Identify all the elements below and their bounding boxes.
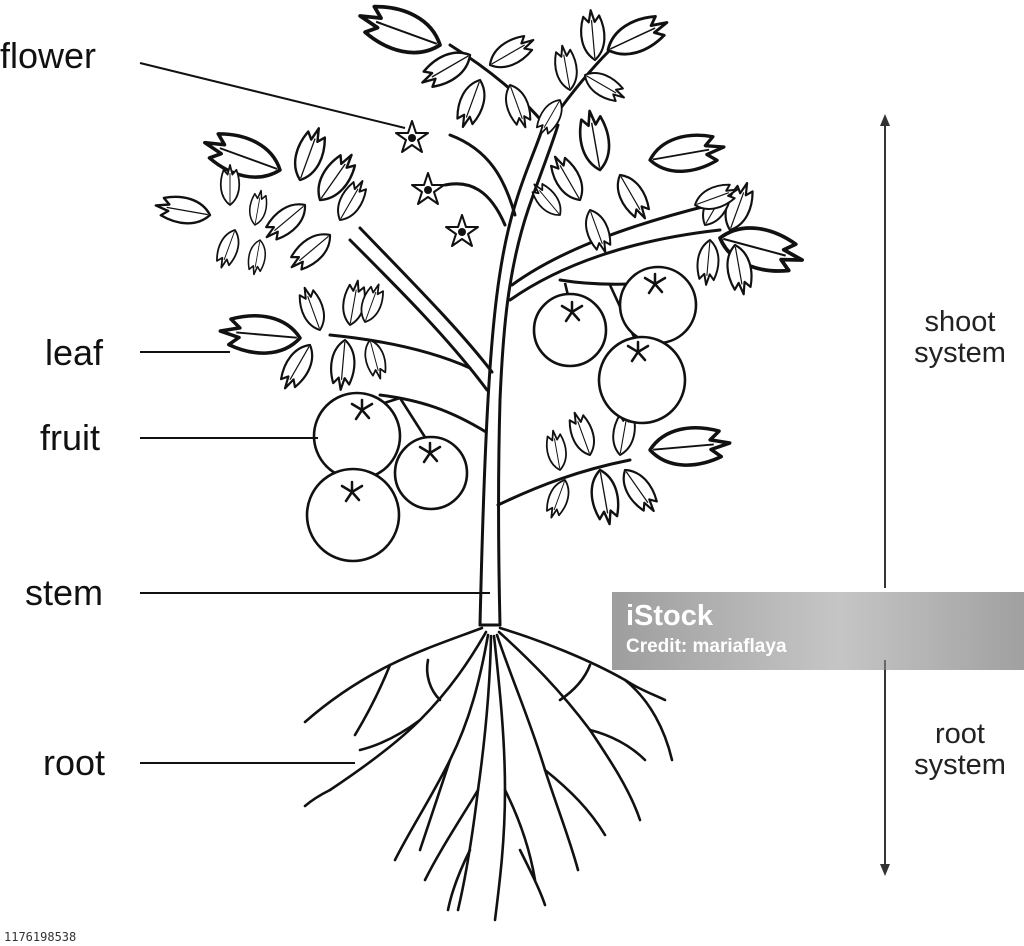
root-system-line2: system: [914, 749, 1006, 782]
label-stem: stem: [25, 572, 104, 613]
label-root: root: [43, 742, 106, 783]
watermark-banner: iStock Credit: mariaflaya: [612, 592, 1024, 670]
root-system-line1: root: [935, 718, 985, 750]
watermark-brand: iStock: [626, 600, 714, 632]
plant-leaves: [152, 0, 810, 528]
leader-lines: [139, 62, 490, 764]
shoot-system-line1: shoot: [924, 306, 996, 338]
root-system-label: root system: [905, 718, 1015, 782]
shoot-system-line2: system: [914, 337, 1006, 370]
stock-id: 1176198538: [0, 928, 81, 946]
label-flower: flower: [0, 35, 97, 76]
plant-fruits: [305, 265, 698, 563]
flower-leader-line: [139, 62, 406, 129]
shoot-system-label: shoot system: [905, 306, 1015, 370]
system-range-arrows: [880, 114, 890, 876]
watermark-credit: Credit: mariaflaya: [626, 636, 787, 657]
plant-roots: [303, 626, 674, 922]
label-fruit: fruit: [40, 417, 101, 458]
label-leaf: leaf: [45, 332, 104, 373]
